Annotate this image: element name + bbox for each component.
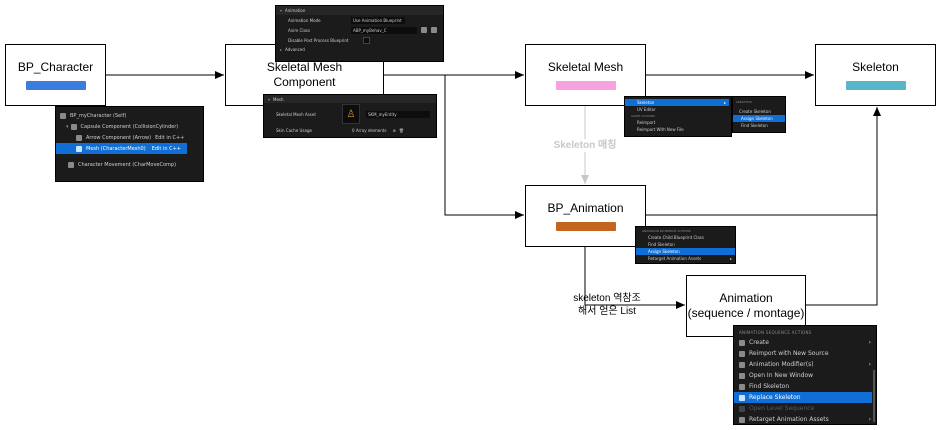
retarget-icon bbox=[739, 416, 745, 423]
menu-item-reimport-new-source[interactable]: Reimport with New Source bbox=[734, 348, 876, 359]
capsule-icon bbox=[70, 123, 77, 130]
tree-row[interactable]: Character Movement (CharMoveComp) bbox=[56, 159, 203, 170]
tree-row[interactable]: Arrow Component (Arrow) Edit in C++ bbox=[56, 132, 203, 143]
menu-section-header: ANIMATION BLUEPRINT ACTIONS bbox=[642, 229, 691, 233]
menu-item-uv-editor[interactable]: UV Editor bbox=[637, 107, 656, 112]
skeleton-icon bbox=[739, 394, 745, 401]
modifier-icon bbox=[739, 361, 745, 368]
animation-properties-panel: ▾ Animation Animation Mode Use Animation… bbox=[275, 5, 444, 62]
create-icon bbox=[739, 339, 745, 346]
menu-item-retarget-assets[interactable]: Retarget Animation Assets ▸ bbox=[648, 256, 732, 261]
menu-item-find-skeleton[interactable]: Find Skeleton bbox=[648, 242, 675, 247]
scrollbar[interactable] bbox=[873, 370, 875, 422]
menu-section-header: SKELETON bbox=[736, 100, 752, 104]
animation-mode-dropdown[interactable]: Use Animation Blueprint bbox=[351, 16, 405, 24]
anim-sequence-context-menu: ANIMATION SEQUENCE ACTIONS Create › Reim… bbox=[733, 325, 877, 425]
skeleton-submenu: SKELETON Create Skeleton Assign Skeleton… bbox=[732, 96, 786, 133]
menu-item-reimport[interactable]: Reimport bbox=[637, 120, 656, 125]
node-label: Animation (sequence / montage) bbox=[687, 291, 805, 320]
search-icon bbox=[739, 383, 745, 390]
property-row: Anim Class ABP_myBehav_C bbox=[276, 25, 443, 35]
person-icon bbox=[60, 112, 66, 119]
property-row: Disable Post Process Blueprint bbox=[276, 35, 443, 45]
menu-item-animation-modifiers[interactable]: Animation Modifier(s) › bbox=[734, 359, 876, 370]
walk-icon bbox=[68, 161, 74, 168]
skeletal-mesh-context-menu: Skeleton ▸ UV Editor ASSET ACTIONS Reimp… bbox=[624, 96, 732, 137]
menu-item-reimport-new-file[interactable]: Reimport With New File bbox=[637, 127, 684, 132]
color-bar bbox=[845, 81, 906, 90]
node-skeleton: Skeleton bbox=[815, 44, 936, 106]
menu-item-assign-skeleton[interactable]: Assign Skeleton bbox=[636, 248, 735, 255]
disable-post-process-checkbox[interactable] bbox=[363, 36, 370, 44]
node-label: Skeletal Mesh Component bbox=[266, 60, 343, 89]
color-bar bbox=[25, 81, 86, 90]
tree-row-selected[interactable]: Mesh (CharacterMesh0) Edit in C++ bbox=[56, 143, 187, 154]
node-label: Skeletal Mesh bbox=[547, 60, 624, 74]
tree-row[interactable]: BP_myCharacter (Self) bbox=[56, 110, 203, 121]
mesh-thumbnail: ♙ bbox=[342, 104, 360, 124]
menu-item-open-level-sequence[interactable]: Open Level Sequence bbox=[734, 403, 876, 414]
browse-icon[interactable] bbox=[421, 27, 427, 33]
delete-icon[interactable]: 🗑 bbox=[398, 127, 404, 133]
reimport-icon bbox=[739, 350, 745, 357]
expand-arrow-icon: ▸ bbox=[280, 47, 283, 52]
menu-item-create-child-bp[interactable]: Create Child Blueprint Class bbox=[648, 235, 704, 240]
node-label: Skeleton bbox=[852, 60, 899, 74]
tree-row[interactable]: ▾ Capsule Component (CollisionCylinder) bbox=[66, 123, 179, 130]
node-label: BP_Animation bbox=[547, 201, 624, 215]
collapse-arrow-icon: ▾ bbox=[268, 96, 271, 102]
character-figure-icon: ♙ bbox=[346, 108, 356, 120]
submenu-arrow-icon: ▸ bbox=[723, 100, 726, 105]
color-bar bbox=[555, 222, 616, 231]
node-bp-character: BP_Character bbox=[5, 44, 106, 106]
add-element-icon[interactable]: ⊕ bbox=[392, 127, 396, 133]
menu-item-skeleton[interactable]: Skeleton ▸ bbox=[625, 99, 729, 106]
collapse-arrow-icon: ▾ bbox=[280, 8, 283, 13]
menu-item-replace-skeleton[interactable]: Replace Skeleton bbox=[734, 392, 872, 403]
menu-item-find-skeleton[interactable]: Find Skeleton bbox=[734, 381, 876, 392]
section-header[interactable]: ▾ Mesh bbox=[264, 95, 436, 103]
edit-in-cpp-link[interactable]: Edit in C++ bbox=[151, 145, 181, 152]
edit-in-cpp-link[interactable]: Edit in C++ bbox=[155, 134, 185, 141]
node-skeletal-mesh: Skeletal Mesh bbox=[525, 44, 646, 106]
property-row: Skeletal Mesh Asset ♙ SKM_myEntity bbox=[264, 103, 436, 125]
menu-item-assign-skeleton[interactable]: Assign Skeleton bbox=[733, 115, 785, 122]
edit-icon[interactable] bbox=[431, 27, 437, 33]
submenu-arrow-icon: › bbox=[868, 416, 871, 423]
edge-animation-to-skeleton bbox=[805, 107, 878, 306]
menu-item-create[interactable]: Create › bbox=[734, 337, 876, 348]
arrow-icon bbox=[76, 134, 82, 141]
advanced-row[interactable]: ▸ Advanced bbox=[280, 47, 305, 52]
mesh-icon bbox=[76, 145, 82, 152]
sequence-icon bbox=[739, 405, 745, 412]
node-bp-animation: BP_Animation bbox=[525, 185, 646, 247]
property-row: Skin Cache Usage 0 Array elements ⊕ 🗑 bbox=[276, 127, 404, 133]
mesh-properties-panel: ▾ Mesh Skeletal Mesh Asset ♙ SKM_myEntit… bbox=[263, 94, 437, 138]
menu-item-retarget-assets[interactable]: Retarget Animation Assets › bbox=[734, 414, 876, 424]
anim-class-dropdown[interactable]: ABP_myBehav_C bbox=[351, 26, 417, 34]
components-panel: BP_myCharacter (Self) ▾ Capsule Componen… bbox=[55, 106, 204, 182]
node-label: BP_Character bbox=[17, 60, 94, 74]
property-row: Animation Mode Use Animation Blueprint bbox=[276, 15, 443, 25]
edge-label-skeleton-matching: Skeleton 매칭 bbox=[548, 139, 622, 152]
edge-component-to-animation-bp bbox=[383, 74, 524, 219]
menu-item-create-skeleton[interactable]: Create Skeleton bbox=[739, 109, 771, 114]
anim-blueprint-context-menu: ANIMATION BLUEPRINT ACTIONS Create Child… bbox=[635, 226, 736, 264]
menu-item-find-skeleton[interactable]: Find Skeleton bbox=[741, 123, 768, 128]
edge-label-skeleton-ref-list: skeleton 역참조 해서 얻은 List bbox=[573, 293, 641, 317]
menu-item-open-new-window[interactable]: Open In New Window bbox=[734, 370, 876, 381]
submenu-arrow-icon: ▸ bbox=[729, 256, 732, 261]
menu-section-header: ANIMATION SEQUENCE ACTIONS bbox=[739, 330, 812, 335]
expand-arrow-icon[interactable]: ▾ bbox=[66, 123, 69, 130]
submenu-arrow-icon: › bbox=[868, 339, 871, 346]
color-bar bbox=[555, 81, 616, 90]
skeletal-mesh-dropdown[interactable]: SKM_myEntity bbox=[366, 110, 430, 118]
menu-section-header: ASSET ACTIONS bbox=[631, 114, 655, 118]
submenu-arrow-icon: › bbox=[868, 361, 871, 368]
window-icon bbox=[739, 372, 745, 379]
section-header[interactable]: ▾ Animation bbox=[276, 6, 443, 15]
edge-animation-bp-to-animation bbox=[584, 246, 685, 309]
